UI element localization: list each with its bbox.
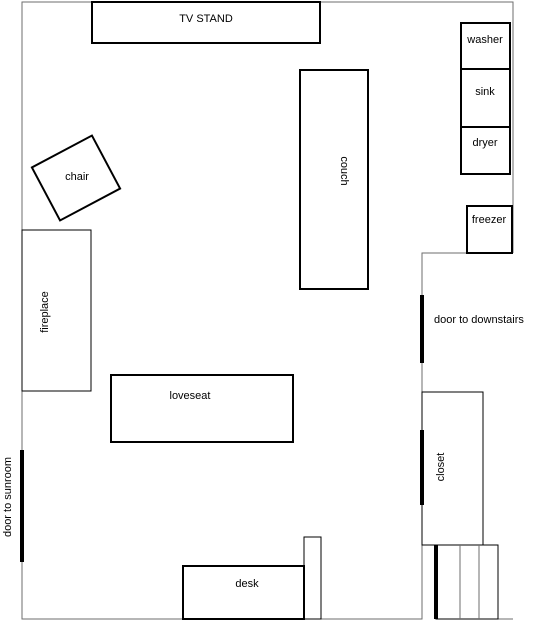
dryer-label: dryer <box>472 137 497 149</box>
fireplace-label: fireplace <box>39 291 51 333</box>
desk: desk <box>182 565 305 620</box>
stairs <box>434 544 499 620</box>
door-to-sunroom: door to sunroom <box>2 450 24 562</box>
closet-label: closet <box>435 453 447 482</box>
fireplace: fireplace <box>21 229 92 392</box>
loveseat: loveseat <box>110 374 294 443</box>
sink-label: sink <box>475 86 495 98</box>
sink: sink <box>460 68 511 128</box>
chair-label: chair <box>65 171 89 183</box>
freezer-label: freezer <box>472 214 507 226</box>
desk-label: desk <box>235 578 259 590</box>
closet: closet <box>420 391 484 546</box>
room-walls <box>21 1 514 620</box>
couch: couch <box>299 69 369 290</box>
narrow-shelf <box>303 536 322 620</box>
washer: washer <box>460 22 511 70</box>
couch-label: couch <box>338 156 350 185</box>
dryer: dryer <box>460 126 511 175</box>
loveseat-label: loveseat <box>170 390 211 402</box>
tv-stand-label: TV STAND <box>179 13 233 25</box>
door-to-downstairs: door to downstairs <box>420 295 524 363</box>
washer-label: washer <box>466 34 503 46</box>
freezer: freezer <box>466 205 513 254</box>
door-downstairs-label: door to downstairs <box>434 314 524 326</box>
tv-stand: TV STAND <box>91 1 321 44</box>
chair: chair <box>30 134 122 222</box>
door-sunroom-label: door to sunroom <box>2 457 14 537</box>
